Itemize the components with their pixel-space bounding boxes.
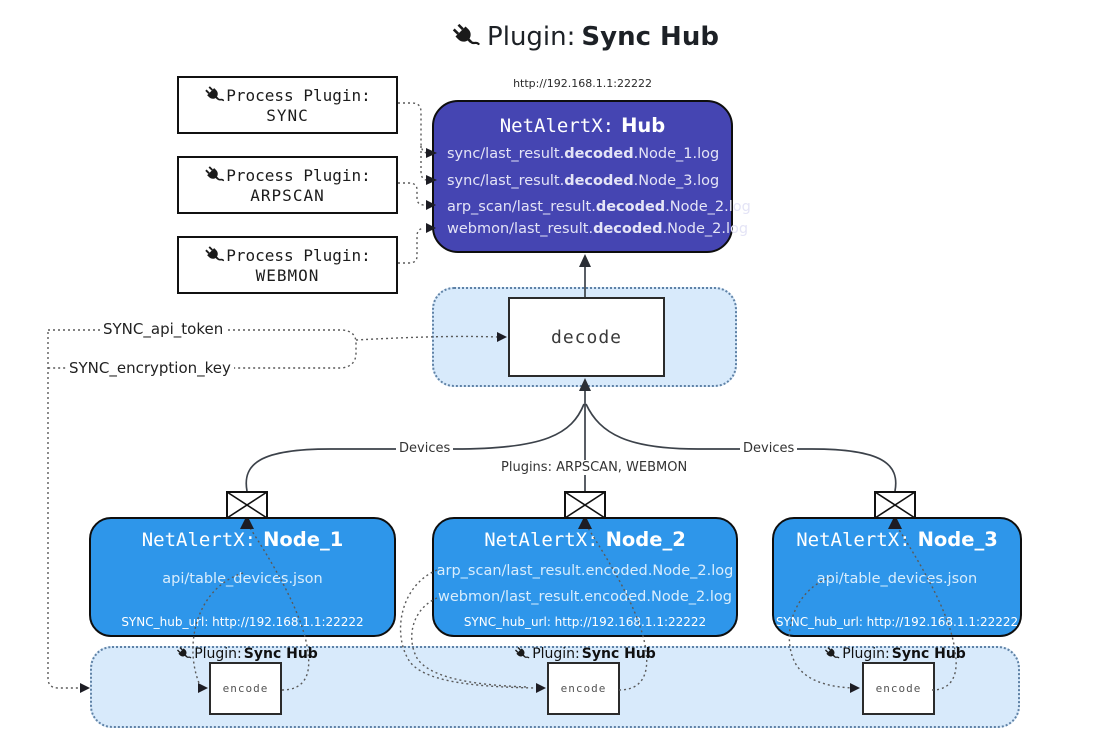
process-plugin-name: ARPSCAN: [250, 186, 325, 205]
node-2-box: NetAlertX:Node_2 arp_scan/last_result.en…: [432, 517, 738, 637]
plug-icon: [452, 23, 480, 46]
edge-sync-to-log1: [398, 102, 428, 154]
edge-label-devices-left: Devices: [396, 441, 454, 456]
hub-log-line: sync/last_result.decoded.Node_3.log: [447, 173, 720, 189]
envelope-icon: [564, 491, 606, 519]
node-hub-url: SYNC_hub_url: http://192.168.1.1:22222: [463, 615, 707, 629]
plug-icon: [205, 166, 225, 182]
edge-sync-to-log2: [420, 146, 428, 181]
decode-box: decode: [508, 297, 665, 377]
title-label: Plugin:: [487, 22, 576, 52]
process-plugin-box-webmon: Process Plugin: WEBMON: [177, 236, 398, 294]
node-hub-url: SYNC_hub_url: http://192.168.1.1:22222: [775, 615, 1019, 629]
process-plugin-label: Process Plugin:: [226, 86, 371, 105]
hub-log-line: sync/last_result.decoded.Node_1.log: [447, 146, 720, 162]
encode-box: encode: [209, 662, 282, 715]
node-hub-url: SYNC_hub_url: http://192.168.1.1:22222: [121, 615, 364, 629]
edge-label-devices-right: Devices: [740, 441, 798, 456]
plug-icon: [515, 646, 530, 659]
hub-url: http://192.168.1.1:22222: [513, 77, 652, 90]
arrowhead-into-hub: [579, 254, 591, 267]
setting-api-token: SYNC_api_token: [100, 320, 227, 338]
edge-arpscan-to-log3: [398, 182, 425, 206]
setting-encryption-key: SYNC_encryption_key: [66, 359, 234, 377]
envelope-icon: [226, 491, 268, 519]
process-plugin-label: Process Plugin:: [226, 246, 371, 265]
node-3-box: NetAlertX:Node_3 api/table_devices.json …: [772, 517, 1022, 637]
title-name: Sync Hub: [581, 22, 719, 52]
plug-icon: [205, 86, 225, 102]
process-plugin-name: WEBMON: [255, 266, 320, 285]
hub-log-line: arp_scan/last_result.decoded.Node_2.log: [447, 199, 751, 215]
process-plugin-name: SYNC: [266, 106, 309, 125]
envelope-icon: [874, 491, 916, 519]
node-file: api/table_devices.json: [162, 571, 323, 587]
node-file: arp_scan/last_result.encoded.Node_2.log: [436, 563, 734, 579]
hub-log-line: webmon/last_result.decoded.Node_2.log: [447, 221, 749, 237]
encoder-label: Plugin:Sync Hub: [515, 645, 656, 663]
page-title: Plugin: Sync Hub: [360, 16, 810, 58]
edge-key-to-encoders: [47, 332, 81, 689]
node-title: NetAlertX:Node_1: [141, 528, 344, 551]
encode-box: encode: [862, 662, 935, 715]
node-file: api/table_devices.json: [816, 571, 978, 587]
node-1-box: NetAlertX:Node_1 api/table_devices.json …: [89, 517, 396, 637]
plug-icon: [825, 646, 840, 659]
edge-label-plugins: Plugins: ARPSCAN, WEBMON: [498, 460, 687, 475]
node-file: webmon/last_result.encoded.Node_2.log: [437, 589, 732, 605]
hub-box: NetAlertX: Hub sync/last_result.decoded.N…: [432, 100, 751, 253]
arrowhead-into-band: [80, 683, 90, 693]
plug-icon: [205, 246, 225, 262]
plug-icon: [177, 646, 192, 659]
process-plugin-box-sync: Process Plugin: SYNC: [177, 76, 398, 134]
process-plugin-box-arpscan: Process Plugin: ARPSCAN: [177, 156, 398, 214]
edge-webmon-to-log4: [398, 227, 425, 264]
node-title: NetAlertX:Node_3: [796, 528, 998, 551]
hub-title: NetAlertX: Hub: [434, 114, 731, 137]
process-plugin-label: Process Plugin:: [226, 166, 371, 185]
encoder-label: Plugin:Sync Hub: [177, 645, 318, 663]
hub-title-name: Hub: [621, 114, 666, 137]
encode-box: encode: [547, 662, 620, 715]
encoder-label: Plugin:Sync Hub: [825, 645, 966, 663]
hub-title-prefix: NetAlertX:: [499, 115, 615, 137]
node-title: NetAlertX:Node_2: [484, 528, 686, 551]
